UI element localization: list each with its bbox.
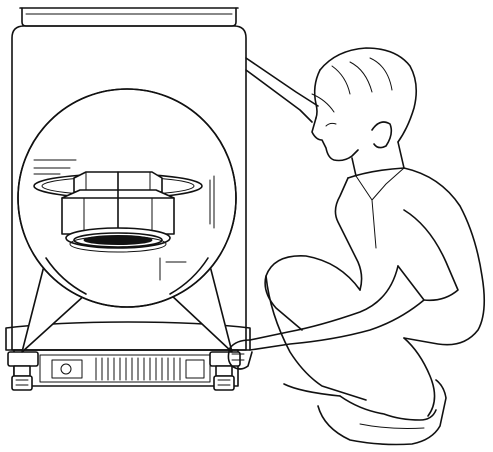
chassis-grille	[52, 358, 204, 380]
shirt-collar	[356, 168, 404, 200]
shoe-front	[340, 396, 436, 420]
person-kneeling-icon	[228, 48, 484, 445]
eye	[326, 123, 336, 126]
shirt-front	[335, 178, 361, 290]
lid-rim	[22, 8, 236, 26]
shin-fold	[284, 384, 340, 396]
hip-back	[404, 338, 435, 416]
hair-outline	[320, 48, 416, 142]
shirt-placket	[372, 200, 376, 248]
upper-arm-raised-outer	[246, 58, 318, 106]
left-leveling-foot	[8, 352, 38, 390]
shoe-back	[318, 380, 446, 445]
right-leveling-foot	[210, 352, 240, 390]
face-profile	[312, 118, 358, 161]
magnifier-callout	[18, 89, 236, 352]
shin-front	[266, 276, 366, 400]
thigh-knee	[265, 256, 360, 330]
ear	[372, 122, 391, 148]
shirt-sleeve	[398, 210, 458, 300]
